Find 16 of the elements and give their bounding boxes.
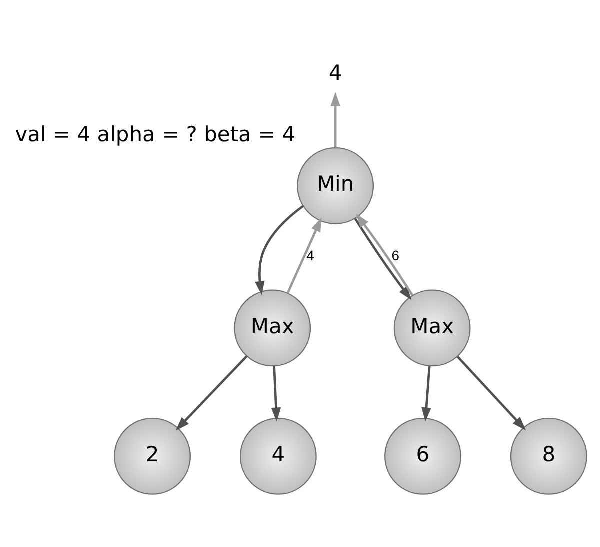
node-circle: 6 — [384, 417, 462, 494]
node-text: 4 — [328, 60, 342, 84]
arrow — [330, 92, 340, 148]
arrow — [456, 355, 526, 430]
node-circle: 4 — [240, 417, 317, 494]
node-circle: Max — [394, 289, 471, 366]
arrow — [255, 204, 304, 295]
arrow — [422, 366, 432, 422]
node-circle: Max — [234, 289, 312, 366]
node-circle: Min — [297, 147, 374, 224]
arrow — [271, 366, 282, 422]
edge-label: 6 — [392, 247, 400, 264]
arrow — [176, 355, 248, 430]
node-label: val = 4 alpha = ? beta = 4 — [15, 122, 296, 146]
arrow — [286, 217, 322, 293]
edge-label: 4 — [306, 247, 314, 264]
